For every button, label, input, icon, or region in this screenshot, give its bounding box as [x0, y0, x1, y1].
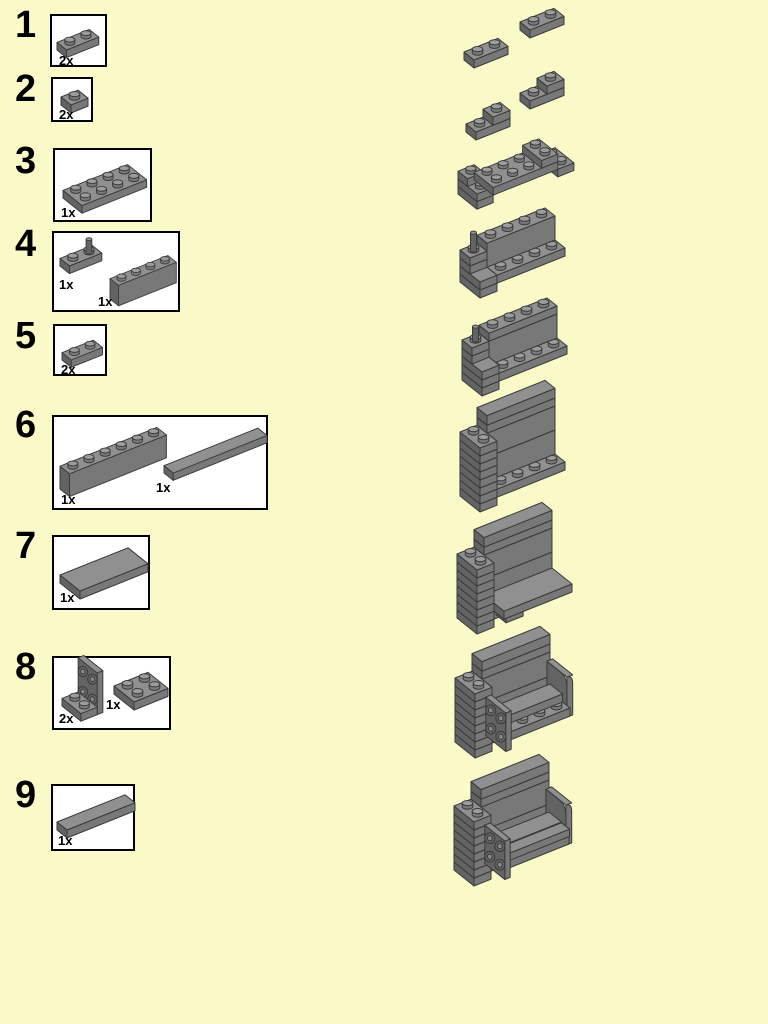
plate-1x1-icon	[60, 89, 89, 114]
step-1-parts-box: 2x	[50, 14, 107, 67]
step-8-number: 8	[15, 646, 37, 688]
part-quantity: 1x	[61, 205, 76, 220]
step-4-number: 4	[15, 223, 37, 265]
assembly-diagram-step-6	[459, 379, 566, 513]
step-6-parts-box: 1x 1x	[52, 415, 268, 510]
part-quantity: 2x	[59, 53, 74, 68]
tile-1x4-icon	[56, 794, 136, 839]
step-8-parts-box: 2x 1x	[52, 654, 171, 730]
step-3-parts-box: 1x	[53, 148, 152, 222]
part-quantity: 1x	[60, 590, 75, 605]
step-1-number: 1	[15, 4, 37, 46]
part-quantity: 1x	[61, 492, 76, 507]
assembly-diagram-step-2	[465, 70, 565, 141]
step-5-number: 5	[15, 315, 37, 357]
step-7-parts-box: 1x	[52, 535, 150, 610]
assembly-diagram-step-3	[457, 138, 575, 210]
step-2-number: 2	[15, 68, 37, 110]
part-quantity: 2x	[61, 362, 76, 377]
step-9-parts-box: 1x	[51, 784, 136, 851]
assembly-diagram-step-7	[456, 501, 573, 635]
plate-1x2-icon	[56, 29, 100, 59]
plate-2x4-icon	[62, 164, 148, 214]
part-quantity: 1x	[58, 833, 73, 848]
brick-1x6-icon	[59, 426, 167, 498]
step-2-parts-box: 2x	[51, 77, 93, 122]
assembly-diagram-step-5	[461, 297, 568, 397]
assembly-diagram-step-1	[463, 7, 565, 69]
plate-2x2-icon	[113, 671, 169, 711]
part-quantity: 2x	[59, 711, 74, 726]
step-6-number: 6	[15, 404, 37, 446]
step-7-number: 7	[15, 525, 37, 567]
plate-with-bar-icon	[59, 237, 103, 275]
brick-1x4-icon	[109, 255, 177, 307]
part-quantity: 1x	[156, 480, 171, 495]
tile-1x6-icon	[163, 427, 268, 481]
part-quantity: 1x	[106, 697, 121, 712]
tile-2x4-icon	[59, 547, 149, 600]
step-9-number: 9	[15, 774, 37, 816]
step-5-parts-box: 2x	[53, 324, 107, 376]
assembly-diagram-step-9	[453, 753, 573, 887]
step-4-parts-box: 1x 1x	[52, 231, 180, 312]
assembly-diagram-step-4	[459, 207, 566, 299]
plate-1x2-icon	[61, 339, 103, 368]
assembly-diagram-step-8	[454, 625, 574, 759]
part-quantity: 2x	[59, 107, 74, 122]
bracket-icon	[61, 654, 104, 722]
part-quantity: 1x	[98, 294, 113, 309]
part-quantity: 1x	[59, 277, 74, 292]
step-3-number: 3	[15, 140, 37, 182]
